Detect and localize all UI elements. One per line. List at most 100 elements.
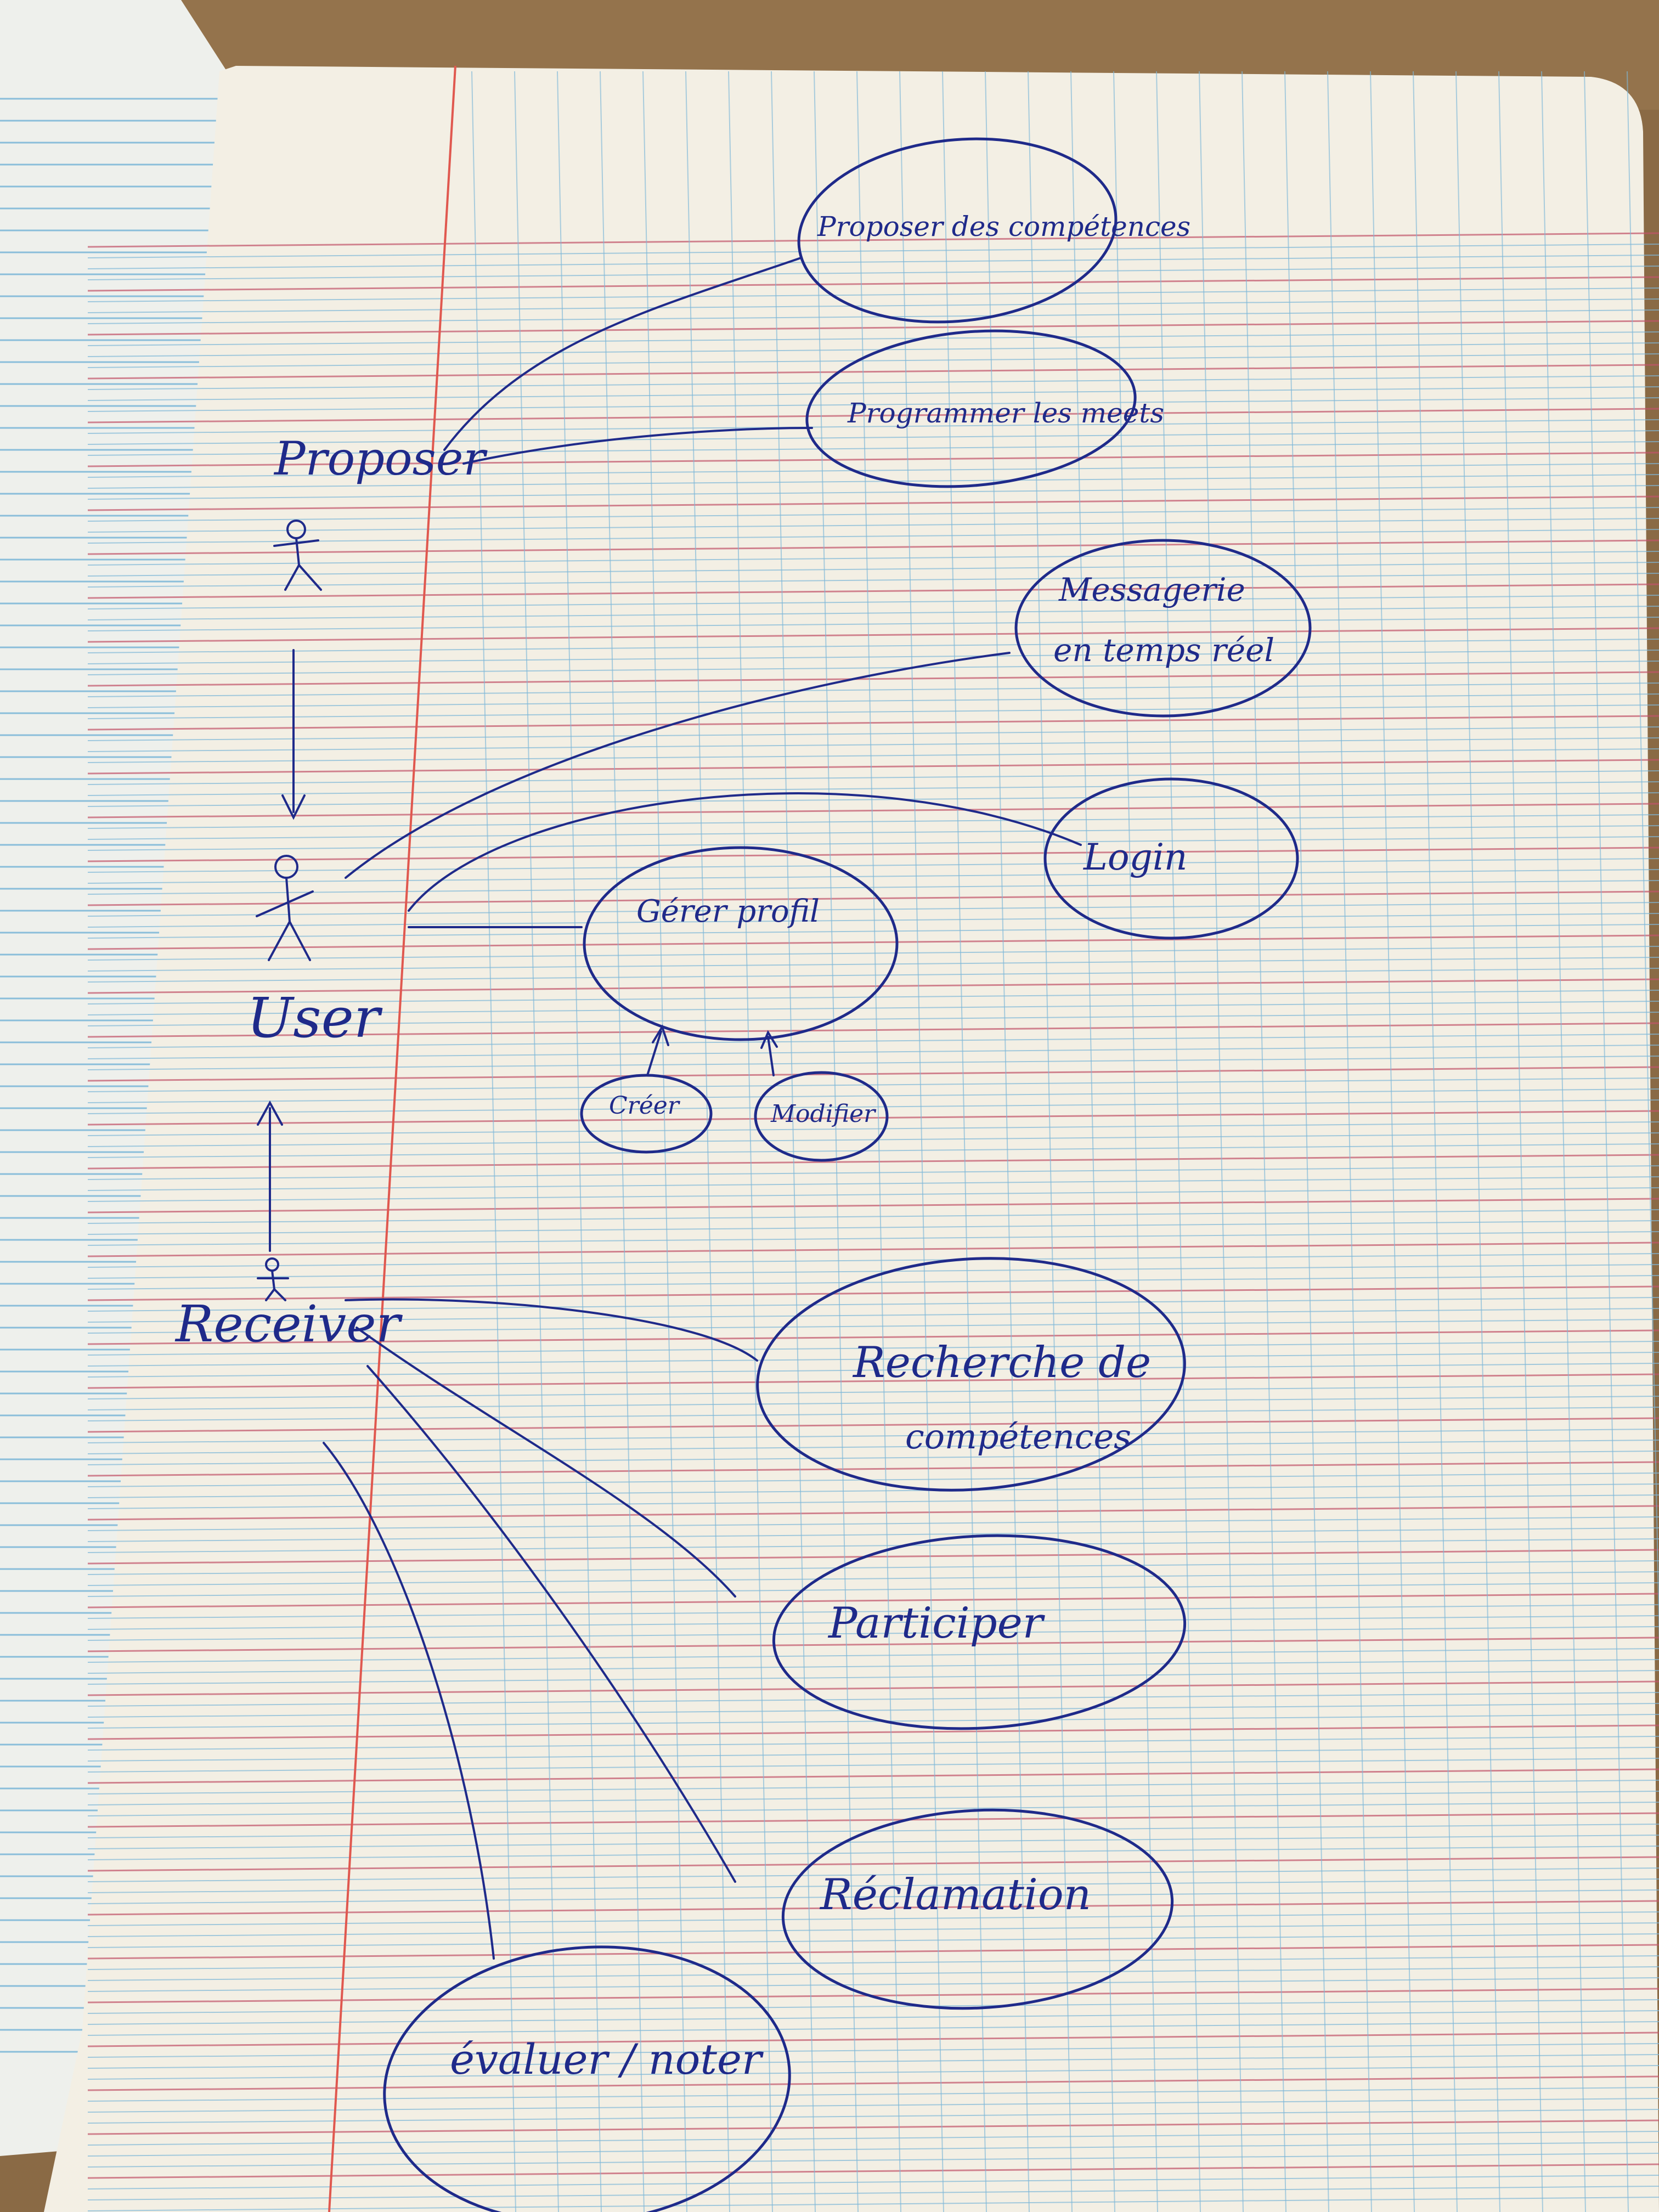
grid-v-line: [856, 71, 901, 2212]
grid-h-line: [87, 1900, 1659, 1916]
grid-h-line: [87, 825, 1659, 840]
grid-h-line: [87, 1889, 1659, 1904]
grid-h-line: [87, 485, 1659, 500]
grid-h-line: [87, 1242, 1659, 1257]
grid-h-line: [87, 2075, 1659, 2091]
grid-h-line: [87, 2119, 1659, 2135]
grid-h-line: [87, 1110, 1659, 1126]
grid-h-line: [87, 990, 1659, 1005]
grid-h-line: [87, 1637, 1659, 1652]
grid-h-line: [87, 364, 1659, 380]
page-grid: [87, 71, 1659, 2212]
grid-v-line: [1498, 71, 1543, 2212]
grid-h-line: [87, 507, 1659, 522]
grid-h-line: [87, 1275, 1659, 1290]
grid-h-line: [87, 978, 1659, 994]
grid-v-line: [1070, 71, 1115, 2212]
grid-h-line: [87, 1615, 1659, 1630]
grid-h-line: [87, 1933, 1659, 1948]
grid-h-line: [87, 255, 1659, 269]
grid-h-line: [87, 2065, 1659, 2080]
grid-h-line: [87, 1429, 1659, 1443]
grid-h-line: [87, 320, 1659, 336]
grid-h-line: [87, 924, 1659, 939]
grid-h-line: [87, 726, 1659, 741]
grid-h-line: [87, 1472, 1659, 1487]
grid-h-line: [87, 2021, 1659, 2036]
receiver-label: Receiver: [174, 1295, 403, 1353]
grid-h-line: [87, 661, 1659, 675]
grid-v-line: [1028, 71, 1073, 2212]
grid-h-line: [87, 671, 1659, 687]
grid-v-line: [1541, 71, 1586, 2212]
grid-h-line: [87, 375, 1659, 390]
grid-h-line: [87, 1560, 1659, 1575]
grid-h-line: [87, 309, 1659, 324]
link-proposer-skills: [443, 257, 802, 451]
label-search-line2: compétences: [905, 1417, 1131, 1457]
right-page: [44, 66, 1659, 2212]
grid-h-line: [87, 1209, 1659, 1224]
grid-h-line: [87, 518, 1659, 533]
grid-h-line: [87, 1187, 1659, 1202]
label-create: Créer: [609, 1092, 681, 1120]
grid-h-line: [87, 650, 1659, 664]
grid-h-line: [87, 2175, 1659, 2190]
arrowhead-down: [281, 794, 306, 820]
grid-h-line: [87, 441, 1659, 456]
grid-h-line: [87, 1417, 1659, 1433]
grid-h-line: [87, 1220, 1659, 1235]
grid-h-line: [87, 1780, 1659, 1795]
grid-h-line: [87, 430, 1659, 445]
grid-h-line: [87, 836, 1659, 851]
grid-v-line: [1284, 71, 1329, 2212]
grid-h-line: [87, 1088, 1659, 1103]
grid-h-line: [87, 2043, 1659, 2058]
grid-h-line: [87, 1659, 1659, 1674]
grid-h-line: [87, 1944, 1659, 1960]
grid-h-line: [87, 748, 1659, 763]
grid-h-line: [87, 386, 1659, 401]
grid-h-line: [87, 244, 1659, 258]
grid-h-line: [87, 1077, 1659, 1092]
grid-h-line: [87, 1791, 1659, 1805]
grid-h-line: [87, 2109, 1659, 2124]
grid-h-line: [87, 1680, 1659, 1696]
grid-h-line: [87, 957, 1659, 972]
grid-v-line: [600, 71, 645, 2212]
grid-h-line: [87, 1132, 1659, 1147]
grid-h-line: [87, 2032, 1659, 2047]
grid-v-line: [814, 71, 859, 2212]
grid-h-line: [87, 463, 1659, 478]
use-case-claim: [781, 1808, 1174, 2010]
grid-h-line: [87, 1758, 1659, 1773]
grid-h-line: [87, 1461, 1659, 1477]
grid-h-line: [87, 452, 1659, 467]
grid-h-line: [87, 1198, 1659, 1214]
grid-h-line: [87, 2153, 1659, 2168]
grid-h-line: [87, 1066, 1659, 1082]
label-participate: Participer: [827, 1599, 1046, 1648]
grid-v-line: [728, 71, 773, 2212]
use-case-login: [1043, 777, 1299, 940]
use-case-proposer-skills: [797, 137, 1118, 324]
link-receiver-search: [345, 1298, 758, 1362]
grid-v-line: [1455, 71, 1500, 2212]
grid-h-line: [87, 1285, 1659, 1301]
link-user-login: [408, 792, 1082, 912]
use-case-realtime-messaging: [1014, 539, 1312, 718]
use-case-evaluate: [383, 1945, 791, 2212]
grid-h-line: [87, 474, 1659, 489]
grid-h-line: [87, 1253, 1659, 1268]
grid-v-line: [685, 71, 730, 2212]
grid-h-line: [87, 1516, 1659, 1531]
grid-h-line: [87, 704, 1659, 719]
grid-h-line: [87, 1329, 1659, 1345]
label-messaging-line1: Messagerie: [1058, 571, 1245, 608]
grid-h-line: [87, 1977, 1659, 1992]
arrow-modify-profile: [767, 1036, 775, 1076]
grid-h-line: [87, 1802, 1659, 1816]
grid-v-line: [557, 71, 602, 2212]
grid-h-line: [87, 298, 1659, 313]
grid-v-line: [1627, 71, 1659, 1650]
